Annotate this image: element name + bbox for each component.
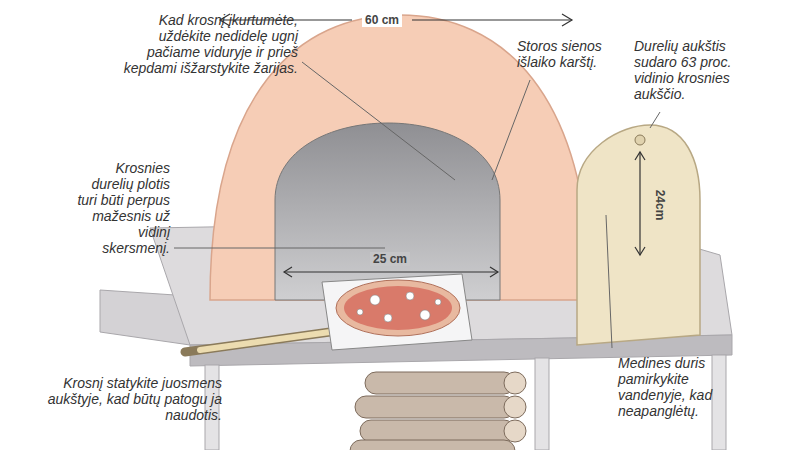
peel-handle [185, 332, 330, 352]
pizza-sauce [344, 286, 452, 330]
callout-note: Durelių aukštis sudaro 63 proc. vidinio … [634, 38, 769, 102]
callout-note: Kad krosnį įkurtumėte, uždėkite nedidelę… [108, 12, 298, 76]
leader-line [174, 62, 660, 348]
dimension-label: 24cm [653, 187, 667, 224]
firewood [350, 372, 526, 450]
table-leg [535, 358, 549, 450]
oven-opening [275, 123, 500, 300]
callout-note: Storos sienos išlaiko karštį. [517, 38, 617, 70]
peel-handle [200, 332, 330, 350]
pizza [336, 280, 460, 336]
dimension-label: 60 cm [362, 13, 402, 27]
pizza-toppings [357, 292, 441, 322]
wooden-door [577, 125, 700, 345]
callout-note: Krosnies durelių plotis turi būti perpus… [70, 160, 170, 256]
dimension-label: 25 cm [370, 252, 410, 266]
callout-note: Krosnį statykite juosmens aukštyje, kad … [22, 375, 222, 423]
pizza-peel [322, 274, 472, 350]
door-knob [635, 135, 645, 145]
callout-note: Medines duris pamirkykite vandenyje, kad… [618, 355, 758, 419]
table-leg [712, 355, 726, 450]
